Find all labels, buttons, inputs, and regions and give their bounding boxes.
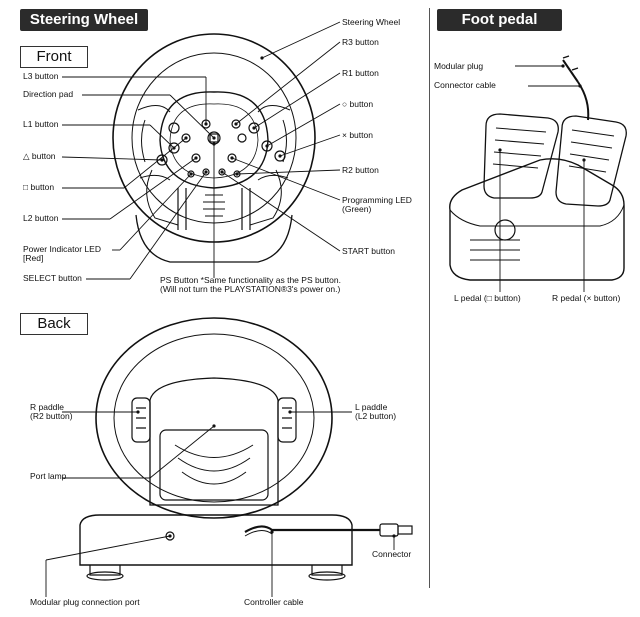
foot-pedal-header: Foot pedal (437, 9, 562, 31)
label-programming-led: Programming LED (342, 195, 412, 205)
label-port-lamp: Port lamp (30, 471, 67, 481)
back-wheel-drawing (79, 317, 413, 581)
label-circle-button: ○ button (342, 99, 374, 109)
label-select-button: SELECT button (23, 273, 82, 283)
label-r-paddle: R paddle (30, 402, 65, 412)
label-ps-button-note: (Will not turn the PLAYSTATION®3's power… (160, 284, 341, 294)
pedal-leader-lines (499, 65, 585, 292)
label-ps-button: PS Button *Same functionality as the PS … (160, 275, 341, 285)
front-leader-lines (61, 21, 341, 280)
label-power-indicator-led-color: [Red] (23, 253, 44, 263)
label-l-pedal: L pedal (□ button) (454, 293, 521, 303)
label-l2-button: L2 button (23, 213, 59, 223)
label-modular-plug-port: Modular plug connection port (30, 597, 140, 607)
steering-wheel-header: Steering Wheel (20, 9, 148, 31)
label-r2-button: R2 button (342, 165, 379, 175)
back-subheader: Back (20, 313, 88, 335)
label-square-button: □ button (23, 182, 55, 192)
label-direction-pad: Direction pad (23, 89, 74, 99)
label-r-paddle-sub: (R2 button) (30, 411, 73, 421)
front-subheader: Front (20, 46, 88, 68)
foot-pedal-drawing (449, 55, 627, 281)
label-controller-cable: Controller cable (244, 597, 304, 607)
label-l3-button: L3 button (23, 71, 59, 81)
label-l-paddle: L paddle (355, 402, 388, 412)
label-r1-button: R1 button (342, 68, 379, 78)
label-power-indicator-led: Power Indicator LED (23, 244, 101, 254)
label-l-paddle-sub: (L2 button) (355, 411, 397, 421)
label-connector: Connector (372, 549, 412, 559)
label-modular-plug: Modular plug (434, 61, 484, 71)
label-programming-led-color: (Green) (342, 204, 372, 214)
label-cross-button: × button (342, 130, 373, 140)
label-l1-button: L1 button (23, 119, 59, 129)
section-divider (429, 8, 430, 588)
label-start-button: START button (342, 246, 395, 256)
label-triangle-button: △ button (23, 151, 56, 161)
label-r-pedal: R pedal (× button) (552, 293, 621, 303)
label-steering-wheel: Steering Wheel (342, 17, 401, 27)
label-connector-cable: Connector cable (434, 80, 496, 90)
label-r3-button: R3 button (342, 37, 379, 47)
back-leader-lines (45, 411, 395, 597)
